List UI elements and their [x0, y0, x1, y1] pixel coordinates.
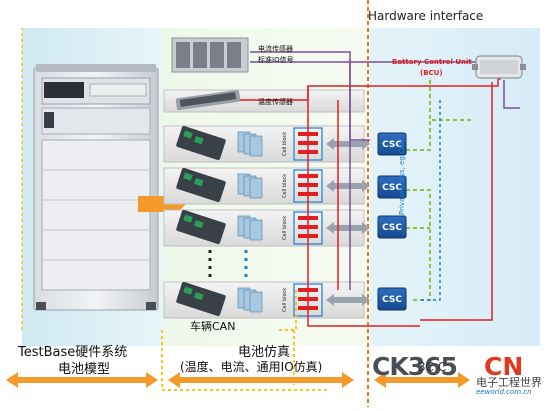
testbase-label: TestBase硬件系统 [18, 345, 128, 360]
csc-box: CSC [377, 215, 407, 239]
yellow-wires [21, 28, 330, 391]
bcu-abbrev: (BCU) [420, 69, 443, 77]
bcu-title: Battery Control Unit [392, 58, 472, 66]
purple-wire-bcu [503, 80, 520, 109]
csc-box: CSC [377, 175, 407, 199]
cell-block-label: Cell block [282, 132, 288, 156]
current-sensor-panel [171, 37, 249, 73]
green-bus [406, 80, 472, 301]
csc-label: CSC [382, 295, 402, 305]
csc-label: CSC [382, 183, 402, 193]
simulation-span-arrow [168, 372, 354, 388]
bcu-device [472, 55, 526, 79]
simulation-detail-label: (温度、电流、通用IO仿真) [180, 360, 323, 374]
row-bidirectional-arrow [326, 138, 370, 150]
red-wire-2 [307, 86, 420, 327]
watermark-url: eeworld.com.cn [476, 388, 532, 396]
watermark-site-name: 电子工程世界 [476, 376, 542, 389]
testbase-span-arrow [6, 372, 158, 388]
row-bidirectional-arrow [326, 294, 370, 306]
privately-bus-label: Privately Bus, eg.CAN [398, 139, 406, 215]
battery-model-label: 电池模型 [58, 362, 111, 377]
cell-block-label: Cell block [282, 288, 288, 312]
watermark-ck: CK365 [372, 352, 458, 381]
watermark-sc: 3C C [418, 360, 447, 374]
cell-block-label: Cell block [282, 174, 288, 198]
hardware-interface-title: Hardware interface [368, 9, 484, 23]
cell-block-label: Cell block [282, 216, 288, 240]
cell-row: Cell block [163, 167, 370, 205]
cell-row: Cell block [163, 281, 370, 319]
cell-row: Cell block [163, 125, 370, 163]
span-arrows [6, 372, 470, 388]
row-bidirectional-arrow [326, 222, 370, 234]
watermark-cn: CN [484, 352, 524, 381]
csc-group: CSC CSC CSC CSC [377, 132, 407, 311]
standard-io-label: 标准IO信号 [258, 56, 294, 64]
csc-label: CSC [382, 140, 402, 150]
temp-sensor-card [175, 89, 241, 111]
battery-simulation-label: 电池仿真 [238, 345, 291, 360]
temp-sensor-label: 温度传感器 [258, 98, 293, 106]
cell-row: Cell block [163, 209, 370, 247]
row-bidirectional-arrow [326, 180, 370, 192]
testbase-cabinet [33, 64, 159, 311]
red-wire-bcu [420, 82, 493, 321]
vehicle-can-label: 车辆CAN [190, 320, 236, 333]
csc-box: CSC [377, 287, 407, 311]
current-sensor-label: 电流传感器 [258, 45, 293, 53]
hardware-span-arrow [374, 372, 470, 388]
csc-box: CSC [377, 132, 407, 156]
csc-label: CSC [382, 223, 402, 233]
